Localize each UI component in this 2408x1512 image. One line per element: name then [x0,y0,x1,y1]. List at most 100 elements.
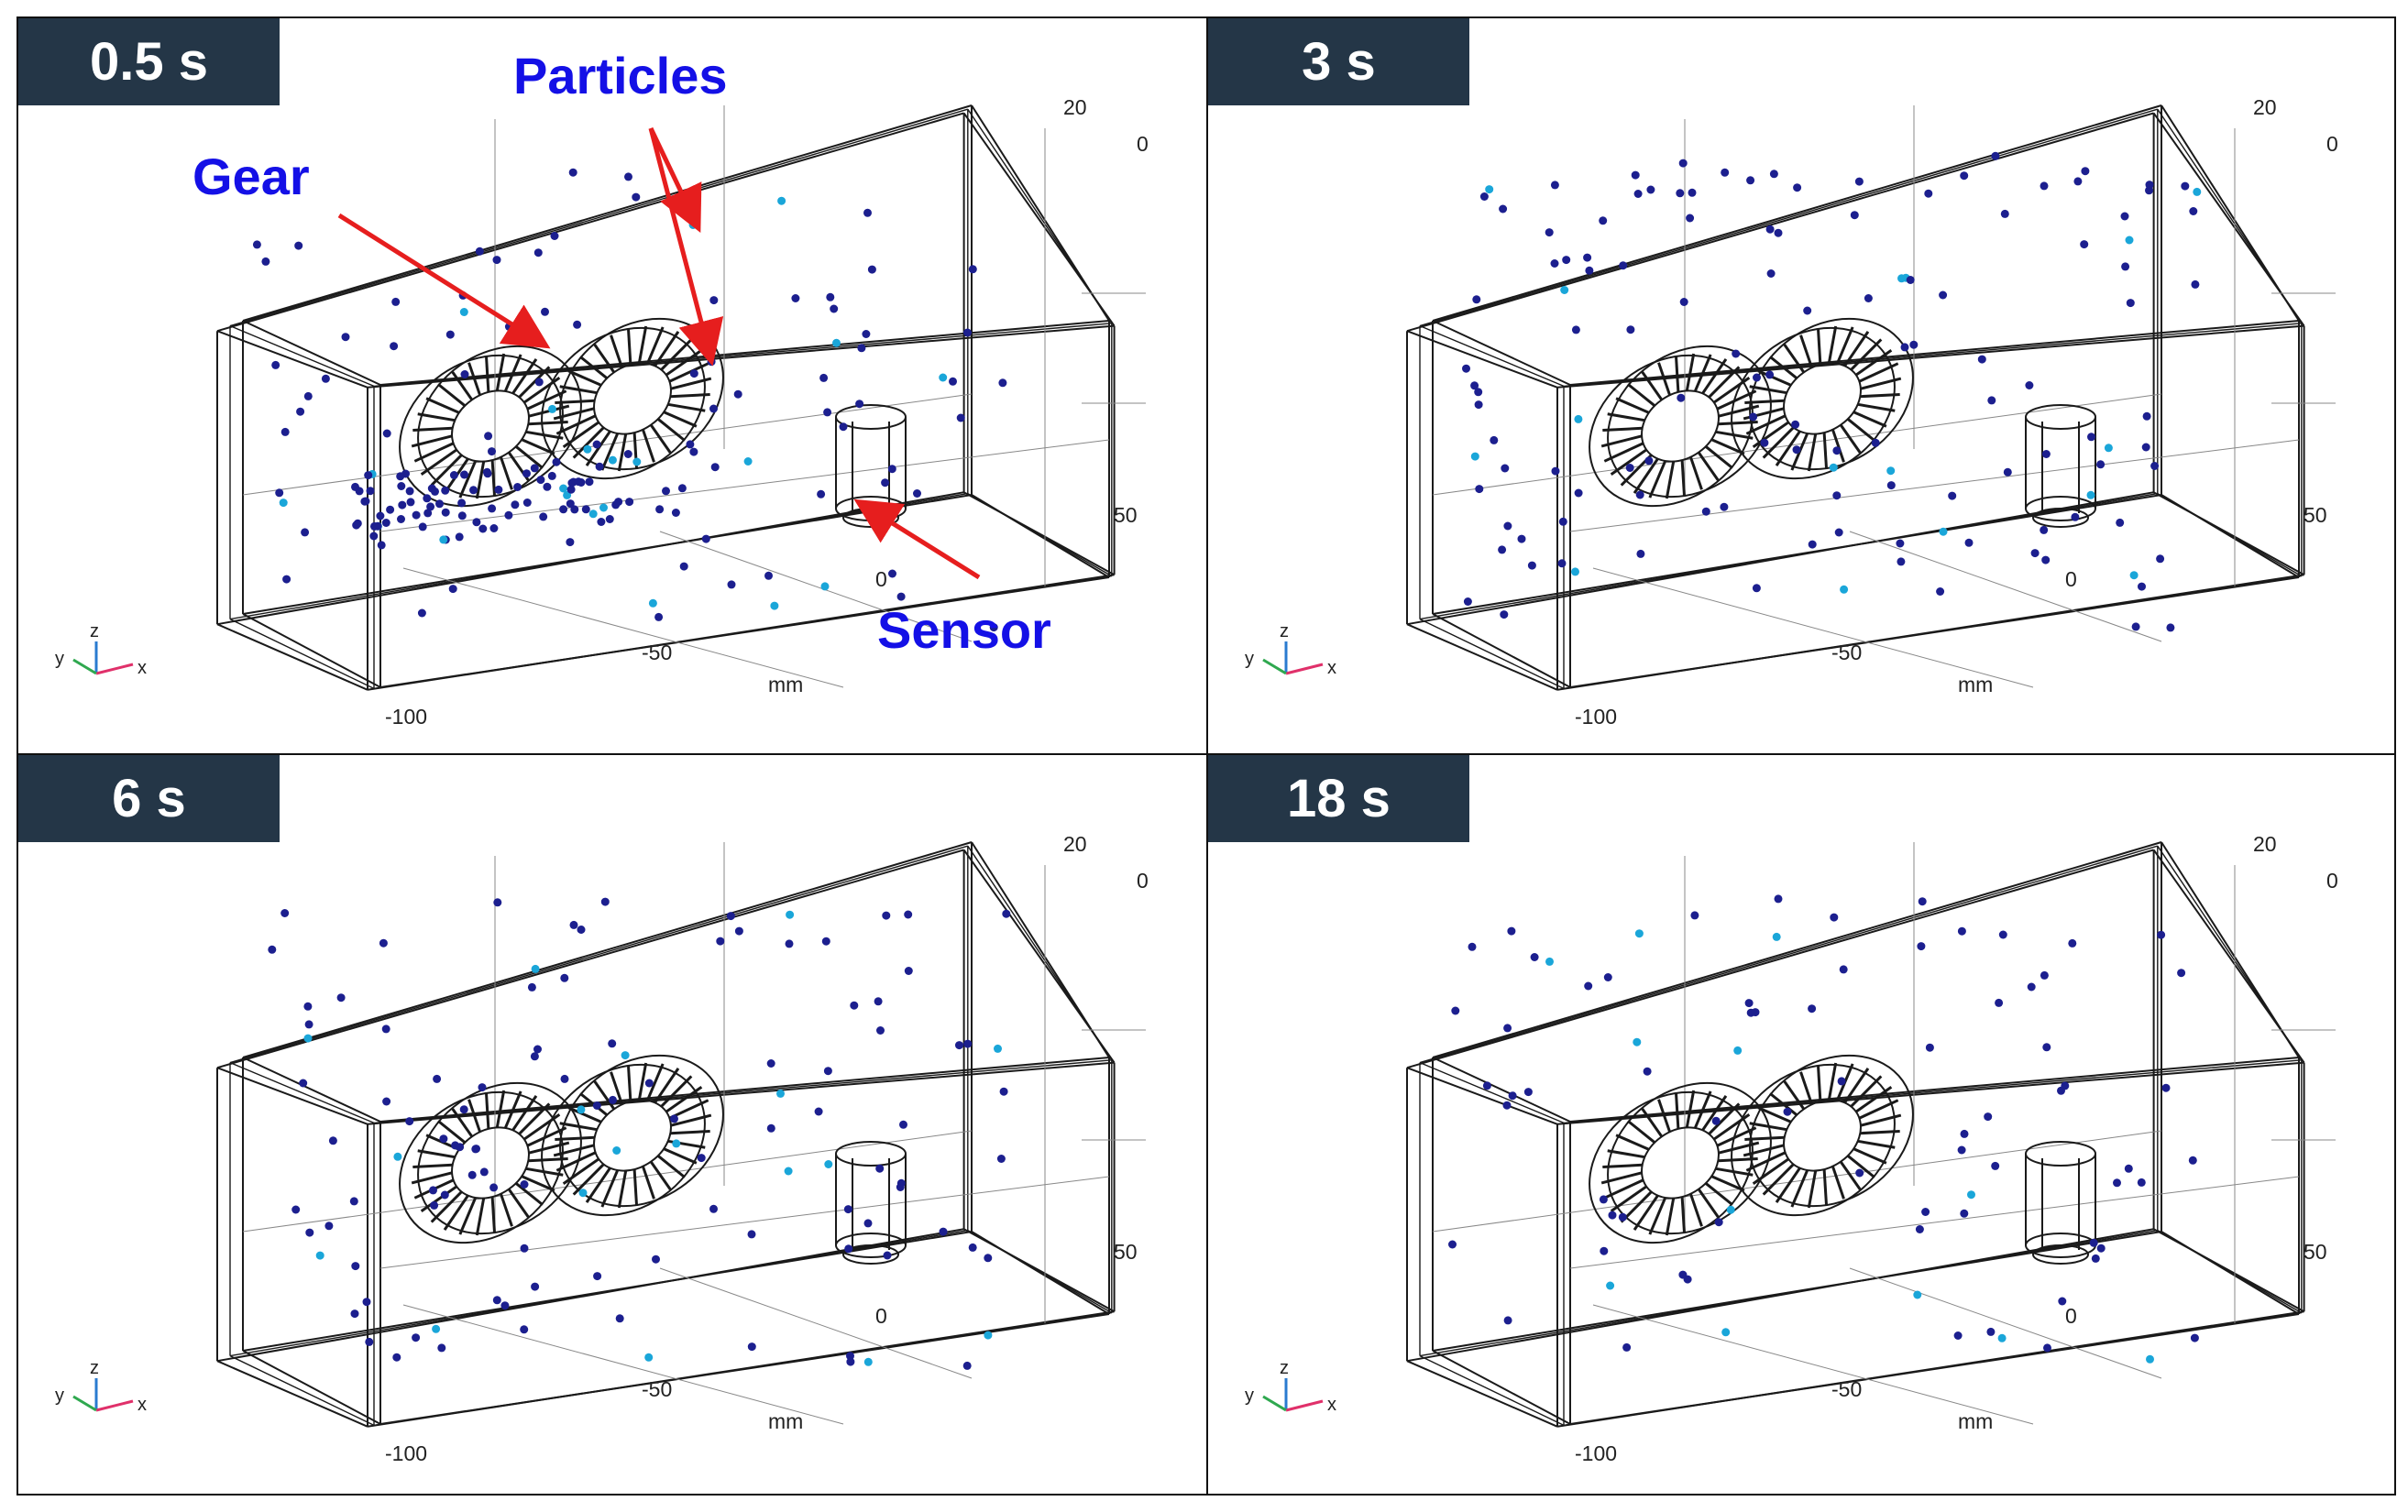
sensor-cylinder [2025,404,2096,528]
particle [697,1154,706,1163]
grid-lines [242,105,1146,688]
particle [709,404,718,413]
particle [321,374,330,383]
z-tick-label: 20 [1063,95,1087,119]
particle [2141,443,2150,452]
particle [1677,393,1686,402]
particle [1765,370,1775,379]
particle [2146,1354,2154,1364]
particle [701,534,710,543]
particle [566,485,576,494]
particle [492,256,501,265]
wireframe-box [1406,841,2305,1428]
sensor-arrow [853,499,981,580]
axis-triad: yzx [1245,621,1336,678]
particle [766,1059,775,1068]
particle [341,333,350,342]
particle [1490,435,1499,444]
particle [478,1083,487,1092]
particle [500,1301,510,1310]
particle [963,328,972,337]
particle [1746,176,1755,185]
particle [533,248,543,257]
particle [457,499,467,508]
particle [1571,325,1580,334]
particle [1791,420,1800,429]
particle [1896,539,1905,548]
particle [1918,897,1927,906]
z-tick-label: 0 [1137,132,1149,156]
axis-triad: yzx [55,621,147,678]
x-tick-label: -50 [1831,1377,1862,1401]
particle [377,541,386,550]
particle [1608,1211,1617,1220]
particle [352,520,361,530]
particle [252,240,261,249]
particle [592,1101,601,1110]
particle [2145,181,2154,190]
particle [968,1243,977,1252]
particle [1792,445,1801,455]
particle [1470,381,1479,390]
particle [994,1044,1002,1053]
sensor-cylinder [2025,1141,2096,1265]
particle [904,967,913,975]
x-tick-label: 50 [2304,503,2327,527]
particle [1545,228,1554,237]
particle [492,1296,501,1305]
particle [821,937,830,946]
particle [863,1219,873,1228]
particle [1977,355,1986,364]
particle [1960,1129,1969,1138]
particle [595,462,604,471]
axis-triad: yzx [55,1358,147,1415]
particle [608,455,617,465]
particle [2080,240,2089,249]
vertical-divider [1206,18,1208,1494]
particle [863,1357,873,1366]
particle [530,1052,539,1061]
particle [826,292,835,301]
axis-unit-label: mm [768,1409,803,1433]
particle [362,1298,371,1307]
wireframe-box [1406,104,2305,691]
particle [1625,464,1634,472]
particle [2138,582,2146,591]
particle [291,1205,301,1214]
particle [279,499,288,508]
particle [2193,187,2202,196]
particle [397,515,405,523]
particle [429,1186,437,1195]
particle [2041,555,2051,564]
particle [1560,286,1569,294]
particle [439,1134,448,1144]
particle [1960,171,1969,181]
particle [471,1145,480,1154]
particle [1646,185,1655,194]
particle [863,208,872,217]
particle [1991,151,2000,160]
particle [459,308,468,316]
particle [710,463,720,472]
triad-x-label: x [1327,658,1336,678]
particle [303,1002,313,1011]
particle [777,196,786,205]
particle [1854,177,1864,186]
particle [1701,507,1710,516]
particle [366,487,375,496]
particle [1939,290,1948,300]
particle [360,497,369,506]
particle [391,297,401,306]
particle [560,973,569,982]
particles-arrow-2 [648,127,724,367]
particle [588,509,598,519]
particle [1688,188,1697,197]
particle [1585,266,1594,275]
particle [1897,274,1906,283]
particles-label: Particles [513,47,728,104]
particle [734,926,743,936]
particle [351,482,359,491]
particle-cloud [252,168,1007,632]
